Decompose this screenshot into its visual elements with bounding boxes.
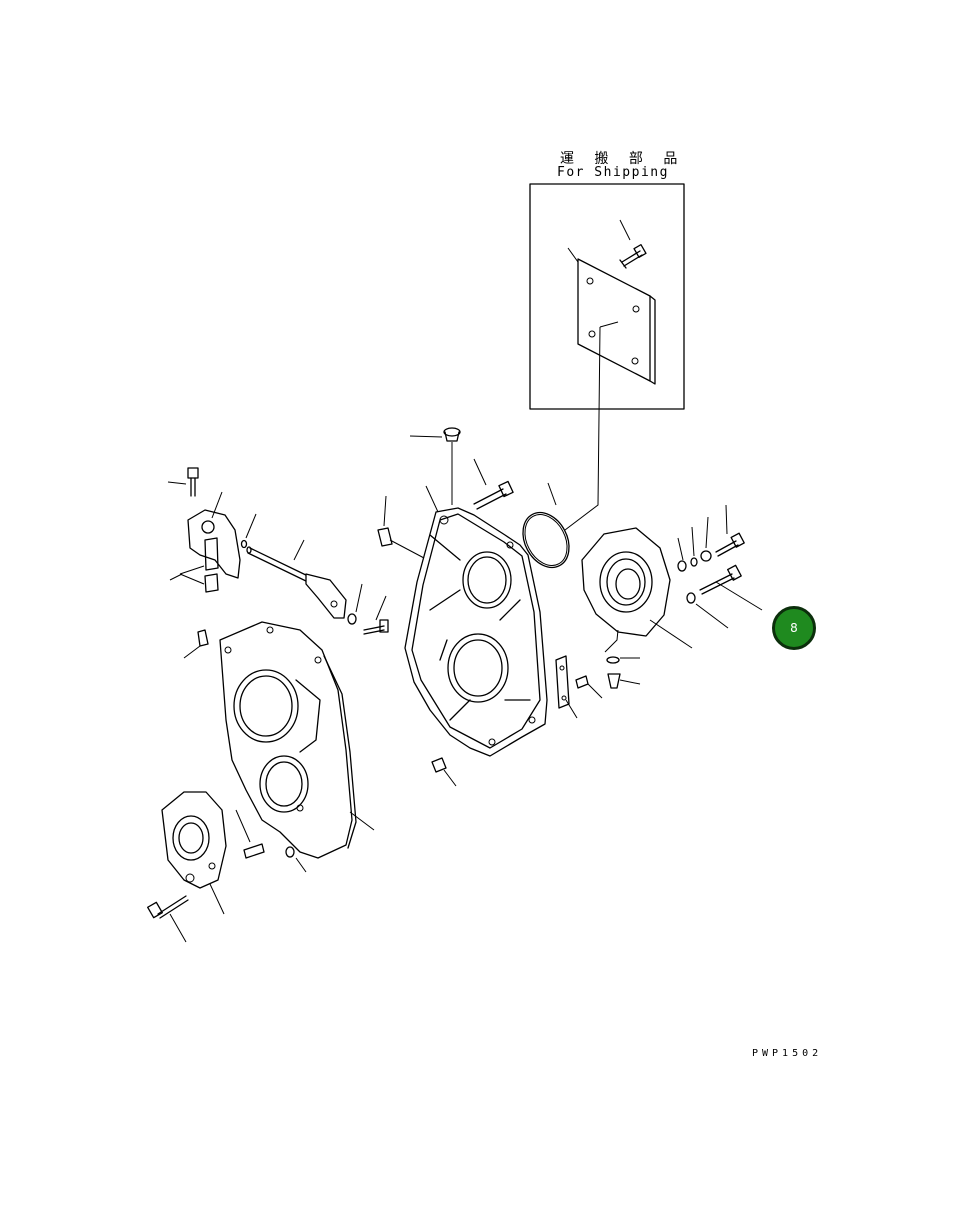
lever-bracket (167, 467, 257, 593)
lower-dowel (235, 809, 307, 873)
bearing-retainer (581, 527, 693, 653)
shipping-box (529, 183, 685, 531)
rear-cover-housing (183, 621, 375, 859)
shift-shaft (246, 539, 389, 635)
bracket-plate (555, 655, 603, 719)
callout-badge[interactable]: 8 (772, 606, 816, 650)
o-ring (522, 511, 570, 569)
shipping-title-jp: 運 搬 部 品 (560, 151, 686, 167)
drawing-code: PWP1502 (752, 1048, 823, 1059)
main-gear-housing (404, 485, 548, 757)
housing-bolt (473, 458, 514, 510)
shipping-title-en: For Shipping (557, 165, 669, 180)
retainer-fasteners (606, 504, 763, 689)
shipping-bolt (619, 250, 643, 269)
shipping-cover-plate (577, 258, 651, 382)
breather-elbow (377, 495, 425, 559)
dowel-pin-lower (431, 757, 457, 787)
dowel-pin-top (409, 427, 461, 505)
bearing-cap (147, 791, 227, 943)
